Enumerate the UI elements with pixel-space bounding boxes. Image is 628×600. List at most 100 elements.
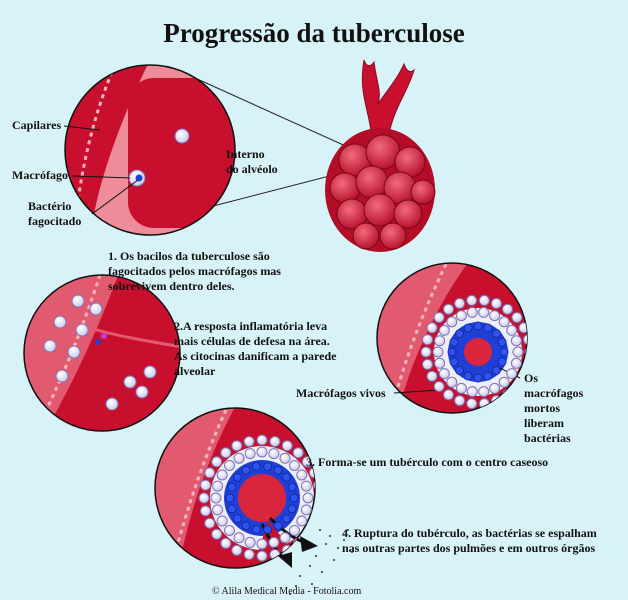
dead-macrophage	[449, 337, 459, 347]
live-macrophage	[490, 395, 502, 407]
live-macrophage	[268, 448, 280, 460]
live-macrophage	[289, 460, 300, 471]
live-macrophage	[313, 479, 315, 491]
live-macrophage	[308, 517, 315, 529]
live-macrophage	[434, 335, 446, 347]
zoom-circle-1	[65, 65, 235, 235]
live-macrophage	[313, 505, 315, 517]
live-macrophage	[300, 504, 312, 516]
dead-macrophage	[463, 371, 473, 381]
live-macrophage	[422, 358, 433, 370]
live-macrophage	[204, 517, 216, 529]
dead-macrophage	[263, 462, 273, 471]
live-macrophage	[256, 550, 268, 562]
live-macrophage	[478, 386, 490, 398]
live-macrophage	[432, 346, 444, 358]
live-macrophage	[454, 297, 466, 309]
dead-macrophage	[287, 504, 297, 514]
step-2-text: 2.A resposta inflamatória leva mais célu…	[174, 319, 337, 378]
dead-macrophage	[263, 525, 273, 534]
step-3-text: 3. Forma-se um tubérculo com o centro ca…	[306, 455, 549, 469]
live-macrophage	[502, 303, 513, 315]
live-macrophage	[289, 525, 300, 536]
dead-macrophage	[491, 365, 501, 375]
dead-macrophage	[497, 357, 507, 367]
connector-line	[194, 77, 351, 149]
label-bacterio-fagocitado: Bactério fagocitado	[28, 199, 82, 228]
dead-macrophage	[483, 371, 493, 381]
live-macrophage	[224, 525, 235, 536]
live-macrophage	[244, 536, 256, 548]
live-macrophage	[216, 515, 228, 527]
connector-line	[189, 171, 346, 213]
dead-macrophage	[483, 323, 493, 333]
macrophage	[53, 315, 67, 329]
live-macrophage	[211, 528, 223, 540]
dead-macrophage	[282, 472, 291, 482]
live-macrophage	[506, 324, 518, 336]
live-macrophage	[523, 358, 527, 370]
live-macrophage	[502, 389, 513, 401]
credit-text: © Alila Medical Media - Fotolia.com	[212, 586, 362, 597]
alveolus	[355, 165, 389, 199]
live-macrophage	[518, 322, 527, 334]
dead-macrophage	[241, 521, 251, 531]
live-macrophage	[434, 357, 446, 369]
live-macrophage	[524, 346, 527, 358]
live-macrophage	[446, 316, 458, 328]
alveolus	[329, 172, 361, 204]
dead-macrophage	[251, 462, 261, 471]
live-macrophage	[216, 469, 228, 481]
live-macrophage	[296, 469, 308, 481]
live-macrophage	[455, 310, 467, 322]
live-macrophage	[426, 322, 438, 334]
leader-line	[63, 125, 101, 131]
live-macrophage	[523, 334, 527, 346]
live-macrophage	[420, 346, 432, 358]
live-macrophage	[301, 528, 313, 540]
live-macrophage	[510, 335, 522, 347]
alveolus	[363, 193, 397, 227]
live-macrophage	[233, 532, 245, 544]
zoom-circle-3	[377, 263, 527, 413]
live-macrophage	[256, 434, 268, 446]
macrophage	[123, 375, 137, 389]
alveolus	[379, 222, 407, 250]
macrophage	[105, 397, 119, 411]
live-macrophage	[256, 538, 268, 550]
macrophage	[71, 294, 85, 308]
live-macrophage	[478, 294, 490, 306]
dead-macrophage	[233, 514, 242, 524]
step-1-text: 1. Os bacilos da tuberculose são fagocit…	[108, 249, 281, 293]
live-macrophage	[506, 368, 518, 380]
live-macrophage	[243, 549, 255, 560]
alveolus	[352, 222, 380, 250]
live-macrophage	[512, 346, 524, 358]
live-macrophage	[314, 492, 315, 504]
live-macrophage	[198, 492, 210, 504]
live-macrophage	[489, 382, 501, 394]
live-macrophage	[489, 310, 501, 322]
live-macrophage	[244, 448, 256, 460]
dead-macrophage	[449, 357, 459, 367]
live-macrophage	[281, 440, 293, 452]
phagocytosed-bacteria	[135, 174, 143, 182]
dead-macrophage	[273, 465, 283, 475]
live-macrophage	[438, 368, 450, 380]
live-macrophage	[210, 492, 222, 504]
live-macrophage	[302, 492, 314, 504]
live-macrophage	[443, 303, 454, 315]
live-macrophage	[511, 312, 523, 323]
spreading-bacteria	[289, 529, 353, 595]
macrophage	[55, 369, 69, 383]
label-capilares: Capilares	[12, 118, 62, 132]
dead-macrophage	[273, 521, 283, 531]
bacteria	[95, 339, 101, 345]
dead-macrophage	[227, 482, 237, 492]
dead-macrophage	[241, 465, 251, 475]
live-macrophage	[498, 316, 510, 328]
live-macrophage	[478, 398, 490, 410]
macrophage	[143, 365, 157, 379]
step-4-text: 4. Ruptura do tubérculo, as bactérias se…	[342, 526, 597, 555]
